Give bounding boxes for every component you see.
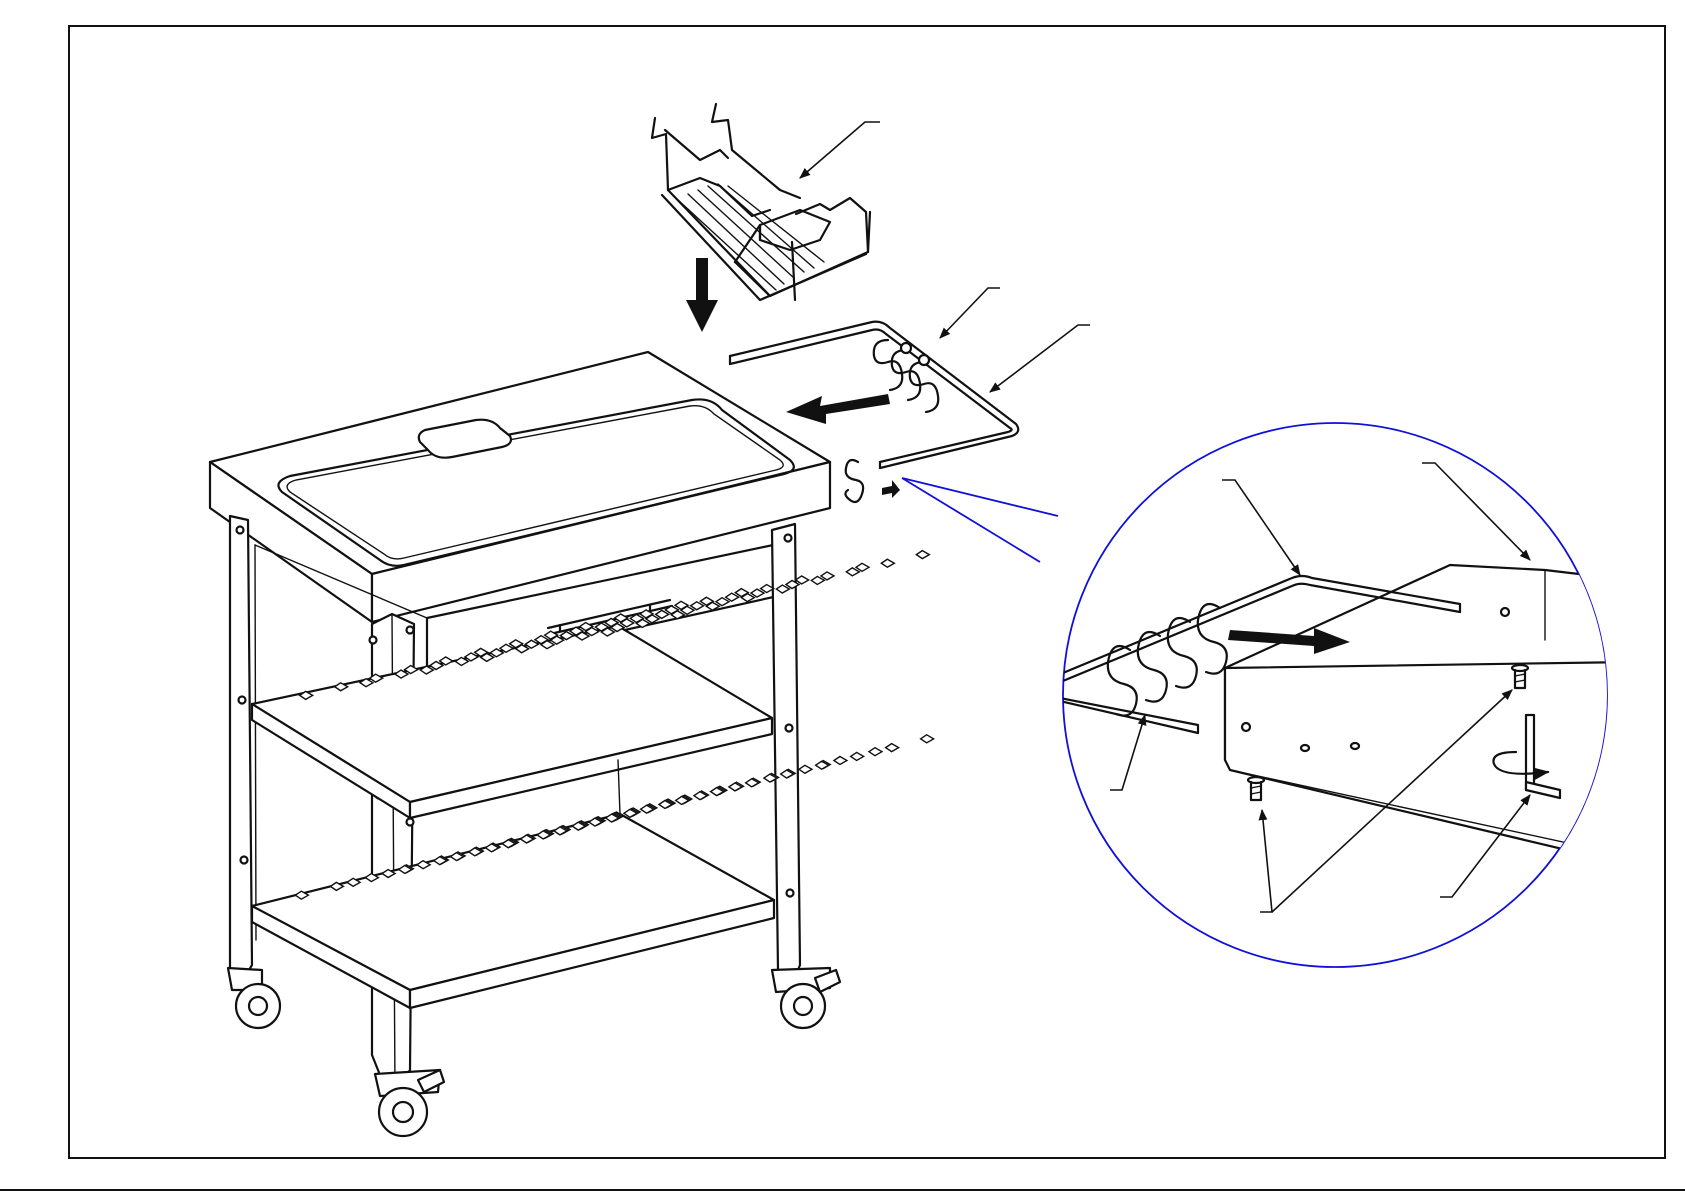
detail-screws-leader — [1260, 810, 1272, 912]
leg-front-left — [230, 516, 252, 985]
rail-leader — [990, 325, 1090, 392]
shelf-perforation — [821, 572, 834, 580]
detail-callout-lines — [902, 478, 1058, 562]
detail-view-content — [1031, 565, 1630, 865]
hooks-leader — [940, 288, 1000, 338]
detail-rail-leader — [1222, 480, 1300, 575]
shelf-perforation — [916, 551, 929, 559]
caster-front-right — [375, 1070, 444, 1136]
shelf-perforation — [921, 735, 934, 743]
shelf-perforation — [796, 576, 809, 584]
detail-hook-leader — [1110, 715, 1145, 790]
callout-leaders — [800, 122, 1090, 392]
detail-screw-bottom — [1248, 777, 1264, 800]
caster-front-left — [228, 968, 280, 1028]
shelf-perforation — [869, 748, 882, 756]
detail-side-leader — [1422, 463, 1530, 560]
shelf-perforation — [886, 744, 899, 752]
hook-arrow — [882, 480, 900, 498]
shelf-perforation — [881, 559, 894, 567]
shelf-perforation — [834, 756, 847, 764]
wire-basket — [652, 104, 870, 300]
basket-leader — [800, 122, 880, 178]
basket-arrow — [686, 258, 718, 332]
caster-back-right — [772, 968, 840, 1028]
middle-shelf — [252, 626, 772, 802]
kitchen-cart — [210, 352, 934, 1136]
leg-back-right — [772, 524, 800, 990]
single-s-hook — [845, 460, 863, 502]
shelf-perforation — [856, 563, 869, 571]
shelf-perforation — [851, 752, 864, 760]
rail-arrow — [786, 394, 890, 424]
shelf-perforation — [799, 765, 812, 773]
